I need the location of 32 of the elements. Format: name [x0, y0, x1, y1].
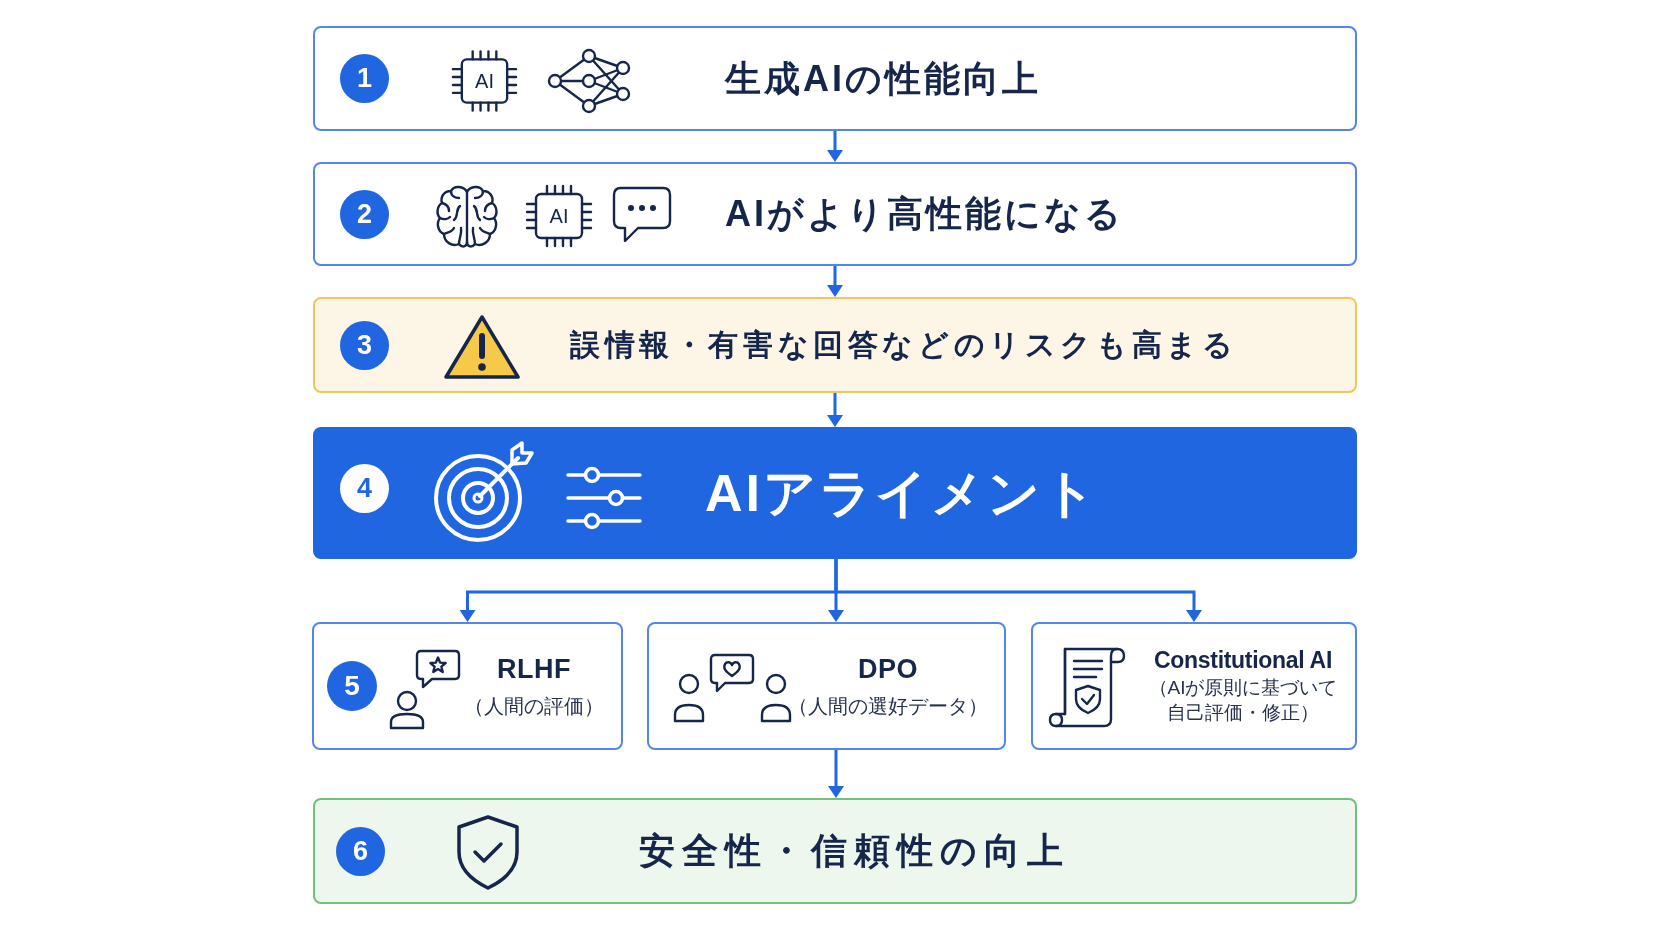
step-title: 誤情報・有害な回答などのリスクも高まる: [570, 327, 1238, 363]
step-box: [313, 162, 1357, 266]
step-title: DPO: [858, 652, 918, 686]
step-title: Constitutional AI: [1154, 646, 1332, 675]
method-box: [647, 622, 1006, 750]
highlight-box: [313, 427, 1357, 559]
step-title: AIがより高性能になる: [725, 192, 1124, 236]
method-box: [312, 622, 623, 750]
arrow: [828, 750, 844, 798]
method-box: [1031, 622, 1357, 750]
step-title: 安全性・信頼性の向上: [639, 829, 1070, 873]
step-number: 1: [340, 54, 389, 103]
step-title: 生成AIの性能向上: [725, 56, 1041, 101]
step-number: 5: [327, 661, 377, 711]
step-note: （人間の評価）: [464, 694, 604, 720]
result-box: [313, 798, 1357, 904]
step-note: （AIが原則に基づいて自己評価・修正）: [1147, 676, 1339, 725]
arrow: [827, 131, 843, 162]
step-number: 2: [340, 189, 389, 239]
step-title: AIアライメント: [705, 462, 1099, 524]
arrow: [827, 266, 843, 297]
warning-box: [313, 297, 1357, 393]
step-box: [313, 26, 1357, 131]
step-note: （人間の選好データ）: [788, 694, 988, 720]
arrow: [827, 393, 843, 427]
step-number: 6: [336, 826, 385, 876]
step-number: 4: [340, 463, 389, 513]
arrow: [834, 559, 1202, 622]
step-title: RLHF: [497, 652, 571, 686]
chip-label: AI: [549, 206, 569, 226]
chip-label: AI: [475, 71, 494, 91]
step-number: 3: [340, 320, 389, 370]
